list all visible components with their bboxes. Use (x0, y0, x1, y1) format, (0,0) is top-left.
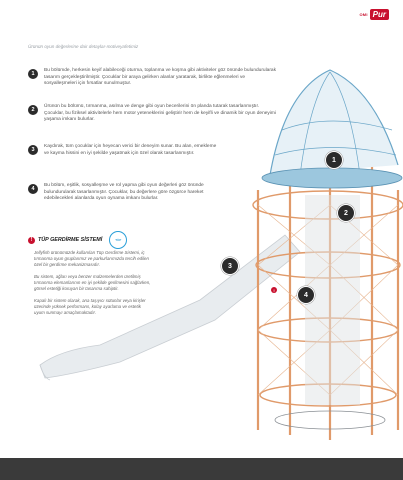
tup-title: TÜP GERDİRME SİSTEMİ (38, 237, 103, 243)
tup-info-icon: ! (28, 236, 35, 244)
tup-paragraph-2: Bu sistem, ağları veya benzer malzemeler… (34, 274, 151, 291)
item-1: 1 Bu bölümde, herkesin keyif alabileceği… (28, 68, 278, 88)
tup-paragraph-3: Kapalı bir sistem olarak, ana taşıyıcı s… (34, 298, 146, 315)
item-2: 2 Ürünün bu bölümü, tırmanma, asılma ve … (28, 104, 278, 124)
item-number: 3 (28, 145, 38, 155)
tup-paragraph-1: Jellyfish ürünümüzde kullanılan Tüp Gerd… (34, 250, 149, 267)
brand-big: Pur (369, 9, 389, 20)
tup-section-header: ! TÜP GERDİRME SİSTEMİ TÜP (28, 231, 128, 249)
item-text: Bu bölümde, herkesin keyif alabileceği o… (44, 68, 276, 87)
item-number: 2 (28, 105, 38, 115)
item-3: 3 Kaydırak, tüm çocuklar için heyecan ve… (28, 144, 278, 157)
tup-badge-label: TÜP (115, 238, 122, 242)
brand-small: OMI (359, 12, 368, 17)
item-text: Bu bölüm, eşitlik, sosyalleşme ve rol ya… (44, 183, 204, 202)
item-text: Ürünün bu bölümü, tırmanma, asılma ve de… (44, 104, 276, 123)
footer-bar (0, 458, 403, 480)
marker-1: 1 (325, 151, 343, 169)
item-text: Kaydırak, tüm çocuklar için heyecan veri… (44, 144, 217, 156)
intro-text: Ürünün oyun değerlerine dair detaylar-mo… (28, 44, 139, 49)
item-4: 4 Bu bölüm, eşitlik, sosyalleşme ve rol … (28, 183, 278, 203)
marker-2: 2 (337, 204, 355, 222)
marker-3: 3 (221, 257, 239, 275)
brand-logo: OMI Pur (359, 9, 389, 20)
item-number: 1 (28, 69, 38, 79)
item-number: 4 (28, 184, 38, 194)
tup-badge-icon: TÜP (109, 231, 128, 249)
marker-4: 4 (297, 286, 315, 304)
tube-tension-marker-icon: ! (271, 287, 277, 293)
